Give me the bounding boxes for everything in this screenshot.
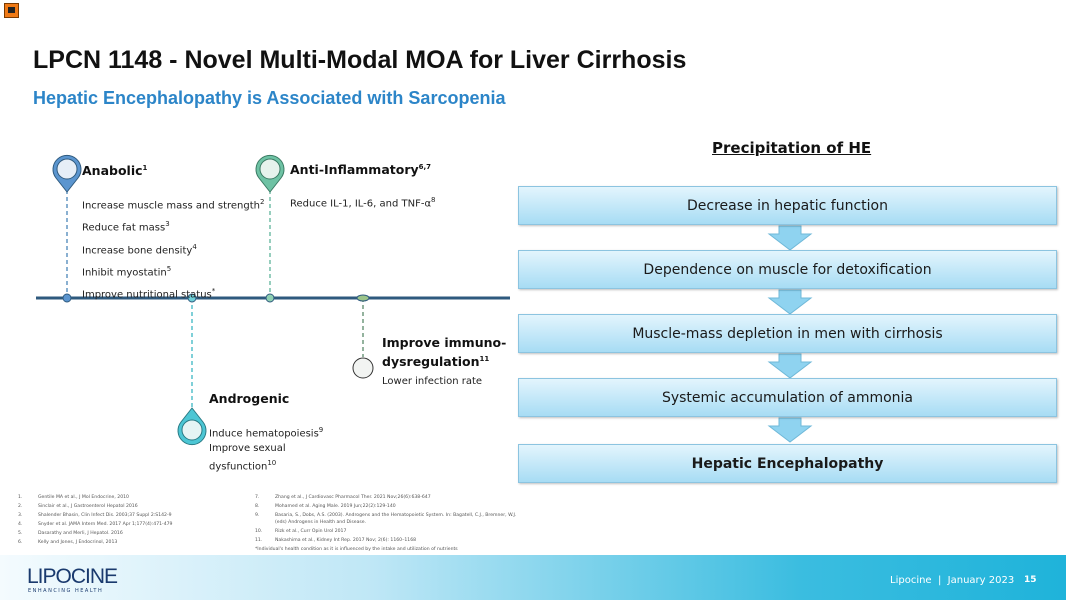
flow-title: Precipitation of HE [712,139,872,157]
anabolic-dot [62,293,72,303]
flow-step: Decrease in hepatic function [518,186,1057,225]
anti-inflammatory-heading: Anti-Inflammatory6,7 [290,162,432,177]
list-item: Increase bone density4 [82,242,197,256]
down-arrow-icon [767,289,813,315]
immuno-heading: Improve immuno-dysregulation11 [382,335,507,370]
flow-step-final: Hepatic Encephalopathy [518,444,1057,483]
anti-dot [265,293,275,303]
anti-pin-icon [255,154,285,193]
down-arrow-icon [767,417,813,443]
androgenic-list: Induce hematopoiesis9 Improve sexual dys… [209,426,324,473]
references-left: 1.Gentile MA et al., J Mol Endocrine, 20… [18,495,173,545]
page-title: LPCN 1148 - Novel Multi-Modal MOA for Li… [33,46,687,74]
anabolic-heading: Anabolic1 [82,163,148,178]
androgenic-heading: Androgenic [209,391,290,406]
anabolic-list: Increase muscle mass and strength2 Reduc… [82,193,264,305]
page-number: 15 [1024,575,1037,585]
page-subtitle: Hepatic Encephalopathy is Associated wit… [33,88,506,108]
flow-arrows [767,225,813,443]
list-item: Inhibit myostatin5 [82,264,172,279]
flow-step: Muscle-mass depletion in men with cirrho… [518,314,1057,353]
immuno-circle-icon [352,357,374,379]
flow-step: Systemic accumulation of ammonia [518,378,1057,417]
footer-band [0,555,1066,600]
anti-inflammatory-item: Reduce IL-1, IL-6, and TNF-α8 [290,196,436,210]
down-arrow-icon [767,225,813,251]
flow-step: Dependence on muscle for detoxification [518,250,1057,289]
androgenic-dot [187,293,197,303]
company-logo: LIPOCINE [27,565,118,588]
down-arrow-icon [767,353,813,379]
immuno-item: Lower infection rate [382,376,483,387]
androgenic-pin-icon [177,407,207,446]
references-right: 7.Zhang et al., J Cardiovasc Pharmacol T… [255,495,517,552]
immuno-dot [356,294,370,302]
list-item: Increase muscle mass and strength2 [82,198,265,212]
list-item: Improve nutritional status* [82,287,216,301]
footer-text: Lipocine | January 2023 [890,575,1015,586]
anabolic-pin-icon [52,154,82,193]
logo-tagline: ENHANCING HEALTH [28,588,104,594]
timeline-graphic [36,154,510,446]
app-icon[interactable] [4,3,19,18]
list-item: Reduce fat mass3 [82,220,170,234]
